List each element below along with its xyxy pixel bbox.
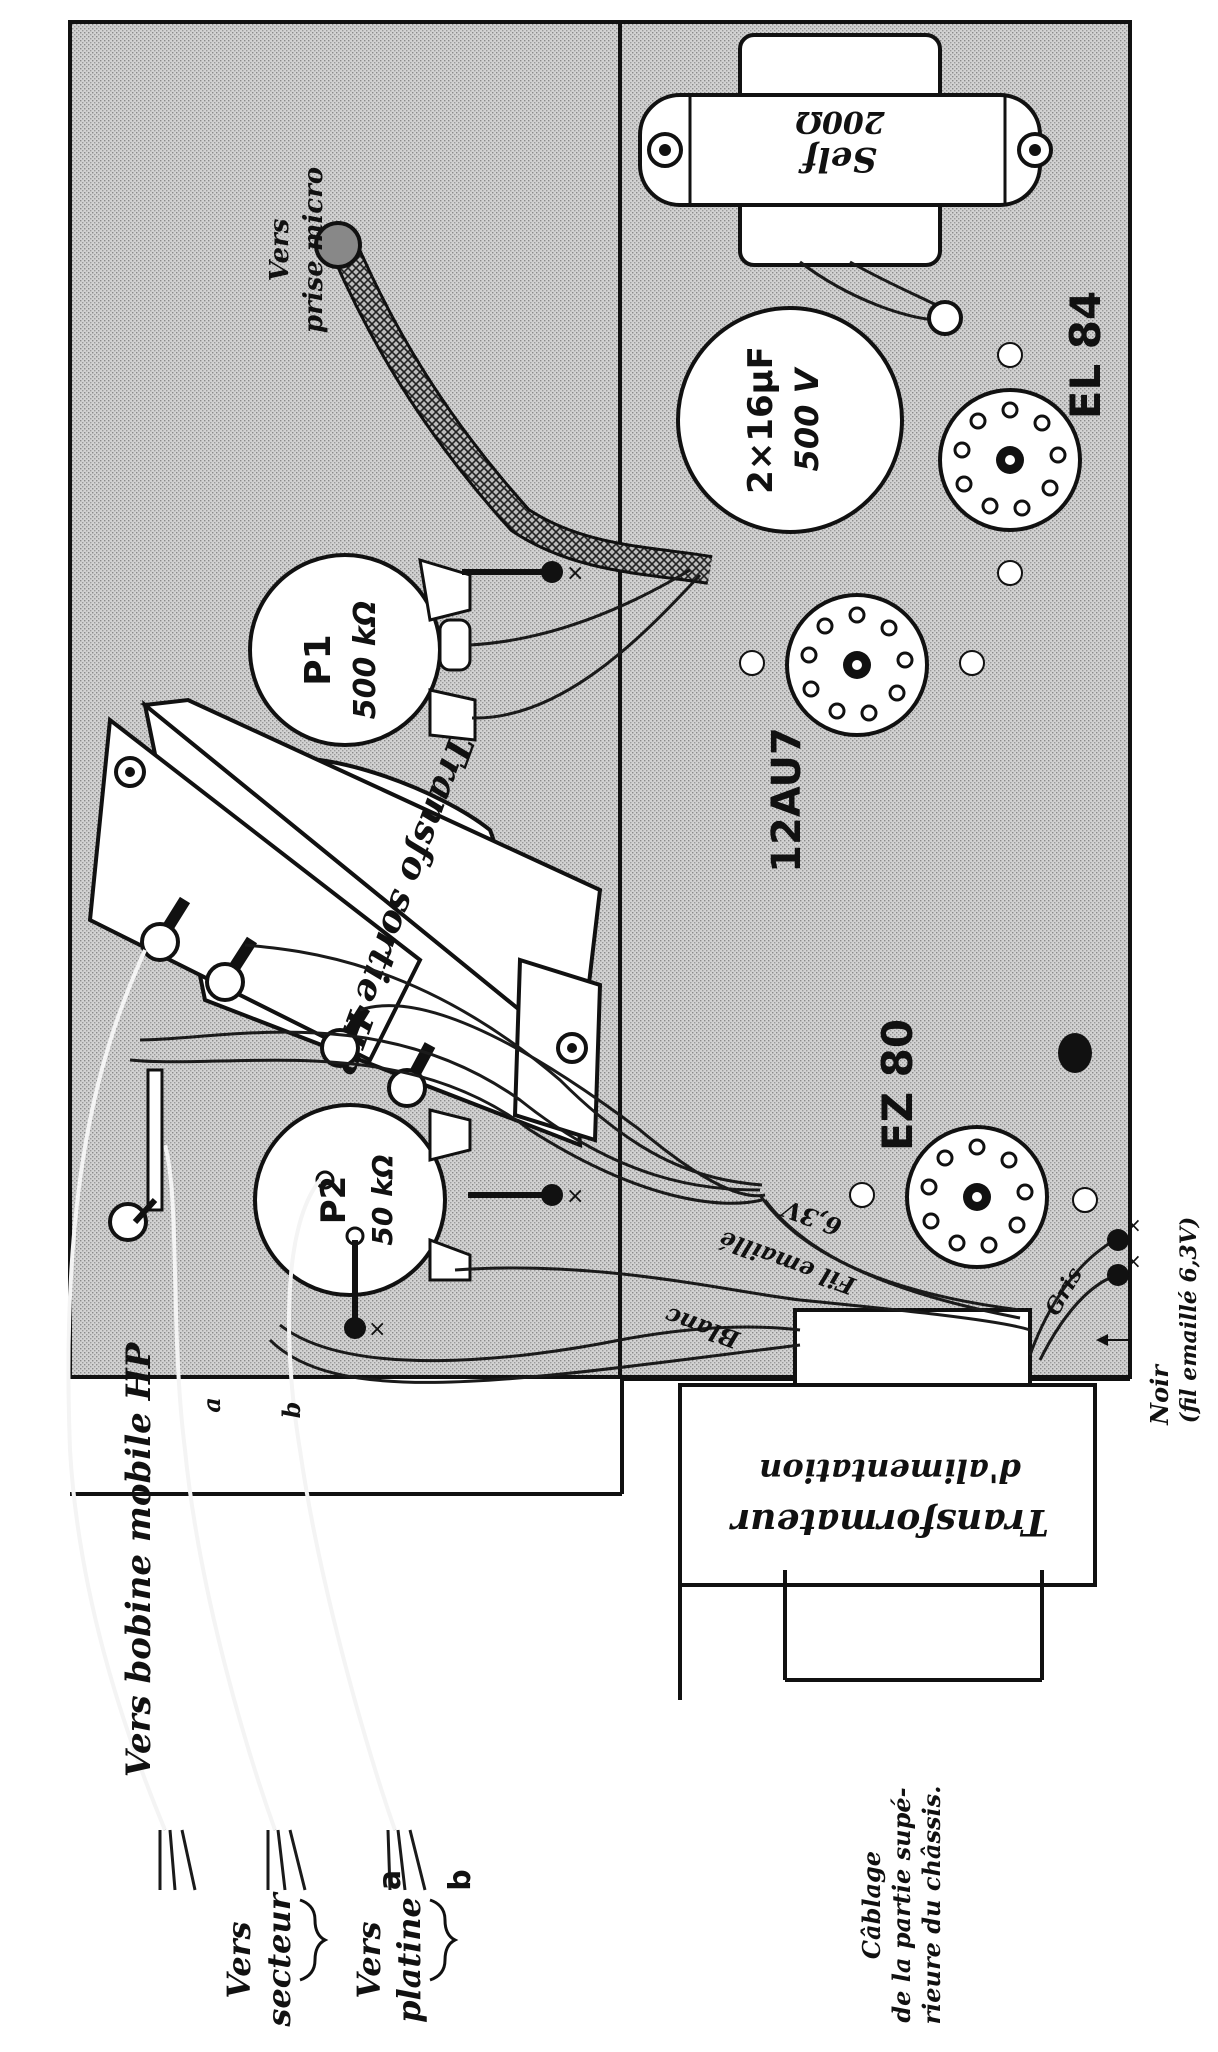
figure-caption: Câblage de la partie supé- rieure du châ…	[857, 1786, 946, 2025]
platine-b: b	[443, 1869, 478, 1890]
noir-sublabel: (fil emaillé 6,3V)	[1176, 1217, 1202, 1423]
p2-ground-mark: ×	[566, 1184, 584, 1209]
self-label: Self	[798, 139, 877, 179]
micro-label-1: Vers	[265, 218, 295, 281]
outside-area-left	[70, 1494, 622, 2050]
capacitor-value: 2×16μF	[741, 346, 781, 494]
p1-ground-mark: ×	[566, 561, 584, 586]
heater-mark-1: ×	[1125, 1213, 1142, 1237]
wire-b-label: b	[277, 1402, 306, 1419]
self-value: 200Ω	[795, 104, 886, 139]
power-transformer-label-1: Transformateur	[728, 1501, 1048, 1543]
el84-socket: EL 84	[938, 291, 1110, 586]
wires: × ×	[66, 943, 1142, 1891]
p2-value: 50 kΩ	[366, 1154, 399, 1245]
micro-label-2: prise micro	[299, 167, 329, 333]
caption-line-2: de la partie supé-	[887, 1787, 916, 2022]
wire-a-label: a	[197, 1397, 226, 1413]
platine-label-2: platine	[390, 1897, 428, 2023]
caption-line-3: rieure du châssis.	[917, 1786, 946, 2025]
12au7-label: 12AU7	[764, 727, 810, 873]
pot-p1: P1 500 kΩ ×	[248, 553, 702, 747]
12au7-socket: 12AU7	[739, 593, 985, 873]
platine-label-1: Vers	[350, 1921, 388, 1998]
el84-label: EL 84	[1061, 291, 1110, 420]
p1-name: P1	[298, 634, 339, 685]
capacitor-voltage: 500 V	[788, 366, 826, 471]
filter-capacitor: 2×16μF 500 V	[676, 306, 904, 534]
heater-mark-2: ×	[1125, 1249, 1142, 1273]
platine-a: a	[373, 1870, 408, 1890]
micro-cable: Vers prise micro	[265, 167, 713, 585]
p2-name: P2	[314, 1176, 354, 1225]
ez80-label: EZ 80	[873, 1019, 922, 1151]
ez80-socket: EZ 80	[849, 1019, 1098, 1269]
secteur-label-2: secteur	[260, 1891, 298, 2027]
p2-ground-mark-2: ×	[368, 1317, 386, 1342]
output-transformer: Transfo sortie HP	[87, 697, 603, 1148]
p1-value: 500 kΩ	[348, 601, 383, 720]
hp-label: Vers bobine mobile HP	[119, 1341, 159, 1777]
pot-p2: P2 50 kΩ × ×	[253, 1103, 584, 1342]
ink-blot	[1058, 1033, 1092, 1073]
secteur-label-1: Vers	[220, 1921, 258, 1998]
noir-label: Noir	[1145, 1363, 1174, 1426]
power-transformer-label-2: d'alimentation	[759, 1452, 1021, 1490]
external-labels: Vers bobine mobile HP Vers secteur Vers …	[119, 1341, 478, 2027]
caption-line-1: Câblage	[857, 1851, 886, 1959]
self-choke: Self 200Ω	[638, 33, 1053, 336]
